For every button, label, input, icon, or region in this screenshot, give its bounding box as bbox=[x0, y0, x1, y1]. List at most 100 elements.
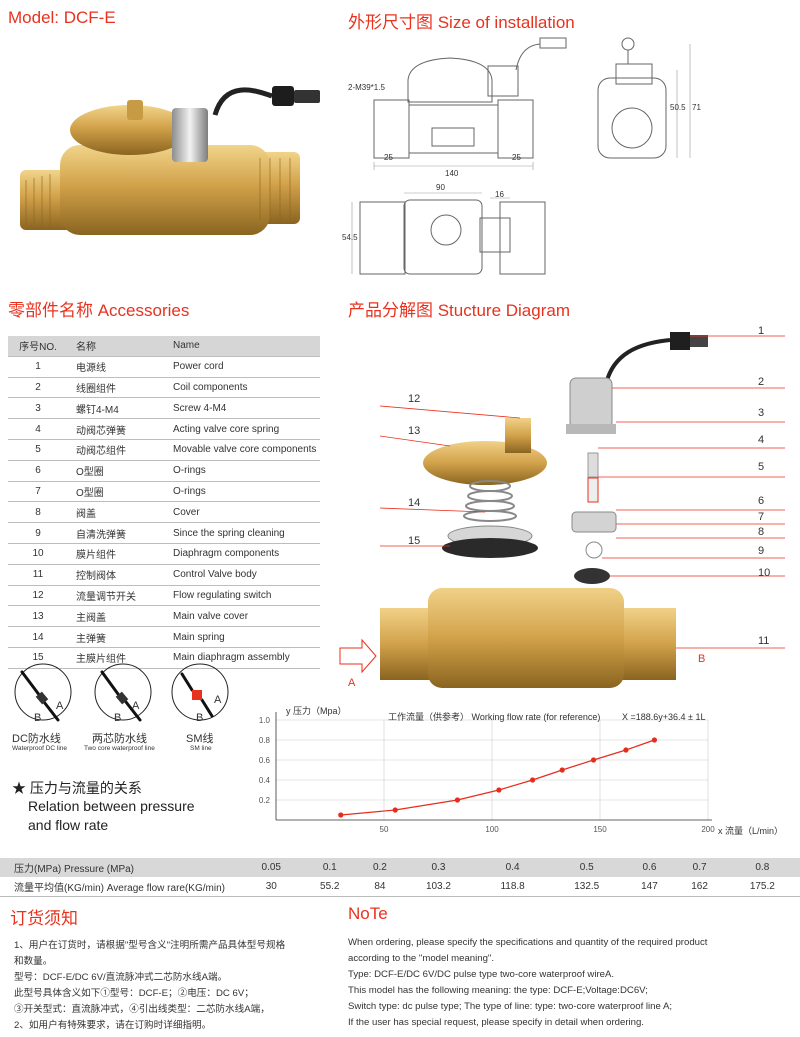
flow-average-cell: 103.2 bbox=[400, 877, 477, 897]
x-axis-label: x 流量（L/min） bbox=[718, 825, 783, 836]
line-sm-b: B bbox=[196, 712, 204, 724]
line-dc-en: Waterproof DC line bbox=[12, 745, 68, 752]
relation-en1: Relation between pressure bbox=[28, 798, 195, 814]
acc-cn-name: O型圈 bbox=[68, 460, 169, 482]
product-photo bbox=[20, 86, 320, 235]
acc-en-name: Movable valve core components bbox=[169, 439, 320, 461]
label-4: 4 bbox=[758, 434, 764, 446]
flow-pressure-cell: 0.1 bbox=[300, 858, 360, 877]
acc-no: 14 bbox=[8, 626, 68, 648]
label-14: 14 bbox=[408, 497, 420, 509]
data-point bbox=[392, 807, 398, 813]
line-sm-en: SM line bbox=[190, 745, 212, 752]
order-line: 2、如用户有特殊要求，请在订购时详细指明。 bbox=[14, 1020, 212, 1031]
order-line: 型号：DCF-E/DC 6V/直流脉冲式二芯防水线A端。 bbox=[14, 972, 228, 983]
series-line bbox=[340, 739, 655, 816]
order-line: 和数量。 bbox=[14, 956, 53, 967]
dim-16: 16 bbox=[495, 190, 504, 199]
acc-cn-name: 控制阀体 bbox=[68, 564, 169, 586]
acc-header-1: 名称 bbox=[68, 336, 169, 357]
x-tick-label: 200 bbox=[701, 825, 715, 834]
acc-cn-name: O型圈 bbox=[68, 481, 169, 503]
flow-average-cell: 132.5 bbox=[549, 877, 625, 897]
note-line: Type: DCF-E/DC 6V/DC pulse type two-core… bbox=[348, 969, 615, 980]
line-sm-cn: SM线 bbox=[186, 733, 214, 745]
note-line: When ordering, please specify the specif… bbox=[348, 937, 708, 948]
note-line: This model has the following meaning: th… bbox=[348, 985, 648, 996]
line-types bbox=[14, 663, 229, 722]
label-5: 5 bbox=[758, 461, 764, 473]
x-tick-label: 50 bbox=[380, 825, 389, 834]
acc-no: 6 bbox=[8, 460, 68, 482]
order-line: 1、用户在订货时，请根据"型号含义"注明所需产品具体型号规格 bbox=[14, 940, 286, 951]
acc-no: 11 bbox=[8, 564, 68, 586]
flow-pressure-cell: 0.05 bbox=[242, 858, 301, 877]
flow-pressure-cell: 0.2 bbox=[359, 858, 401, 877]
acc-header-2: Name bbox=[169, 336, 320, 357]
acc-en-name: Main spring bbox=[169, 626, 320, 648]
label-9: 9 bbox=[758, 545, 764, 557]
dim-140: 140 bbox=[445, 169, 459, 178]
acc-no: 3 bbox=[8, 397, 68, 420]
acc-en-name: Main diaphragm assembly bbox=[169, 647, 320, 669]
y-tick-label: 0.2 bbox=[259, 796, 271, 805]
acc-no: 1 bbox=[8, 356, 68, 378]
note-title: NoTe bbox=[348, 904, 388, 923]
dim-90: 90 bbox=[436, 183, 445, 192]
y-tick-label: 0.8 bbox=[259, 736, 271, 745]
flow-average-cell: 118.8 bbox=[476, 877, 550, 897]
note-line: according to the "model meaning". bbox=[348, 953, 495, 964]
dim-71: 71 bbox=[692, 103, 701, 112]
acc-no: 4 bbox=[8, 418, 68, 440]
note-lines: When ordering, please specify the specif… bbox=[348, 935, 798, 1031]
relation-en2: and flow rate bbox=[28, 817, 109, 833]
flow-pressure-cell: 0.5 bbox=[549, 858, 625, 877]
flow-pressure-label: 压力(MPa) Pressure (MPa) bbox=[0, 858, 242, 877]
label-3: 3 bbox=[758, 407, 764, 419]
note-line: If the user has special request, please … bbox=[348, 1017, 644, 1028]
order-line: 此型号具体含义如下①型号：DCF-E；②电压：DC 6V； bbox=[14, 988, 254, 999]
acc-en-name: Diaphragm components bbox=[169, 543, 320, 565]
line-dc-a: A bbox=[56, 700, 64, 712]
y-tick-label: 0.6 bbox=[259, 756, 271, 765]
relation-cn: ★ 压力与流量的关系 bbox=[12, 780, 142, 796]
line-dc-cn: DC防水线 bbox=[12, 733, 61, 745]
flow-average-cell: 84 bbox=[359, 877, 401, 897]
order-title: 订货须知 bbox=[10, 909, 78, 928]
acc-no: 5 bbox=[8, 439, 68, 461]
flow-pressure-cell: 0.8 bbox=[724, 858, 800, 877]
line-two-core-a: A bbox=[132, 700, 140, 712]
flow-average-label: 流量平均值(KG/min) Average flow rare(KG/min) bbox=[0, 877, 242, 897]
label-13: 13 bbox=[408, 425, 420, 437]
flow-pressure-cell: 0.3 bbox=[400, 858, 477, 877]
arrow-b-label: B bbox=[698, 653, 705, 665]
y-axis-label: y 压力（Mpa） bbox=[286, 705, 347, 716]
acc-cn-name: 动阀芯弹簧 bbox=[68, 418, 169, 440]
note-line: Switch type: dc pulse type; The type of … bbox=[348, 1001, 673, 1012]
acc-no: 12 bbox=[8, 585, 68, 607]
line-two-core-en: Two core waterproof line bbox=[84, 745, 155, 752]
line-two-core-cn: 两芯防水线 bbox=[92, 733, 147, 745]
acc-cn-name: 电源线 bbox=[68, 356, 169, 378]
flow-average-cell: 55.2 bbox=[300, 877, 360, 897]
acc-no: 9 bbox=[8, 522, 68, 544]
acc-cn-name: 主弹簧 bbox=[68, 626, 169, 648]
data-point bbox=[454, 797, 461, 803]
flow-pressure-cell: 0.7 bbox=[674, 858, 725, 877]
label-10: 10 bbox=[758, 567, 770, 579]
acc-cn-name: 阀盖 bbox=[68, 501, 169, 524]
acc-cn-name: 自清洗弹簧 bbox=[68, 522, 169, 544]
